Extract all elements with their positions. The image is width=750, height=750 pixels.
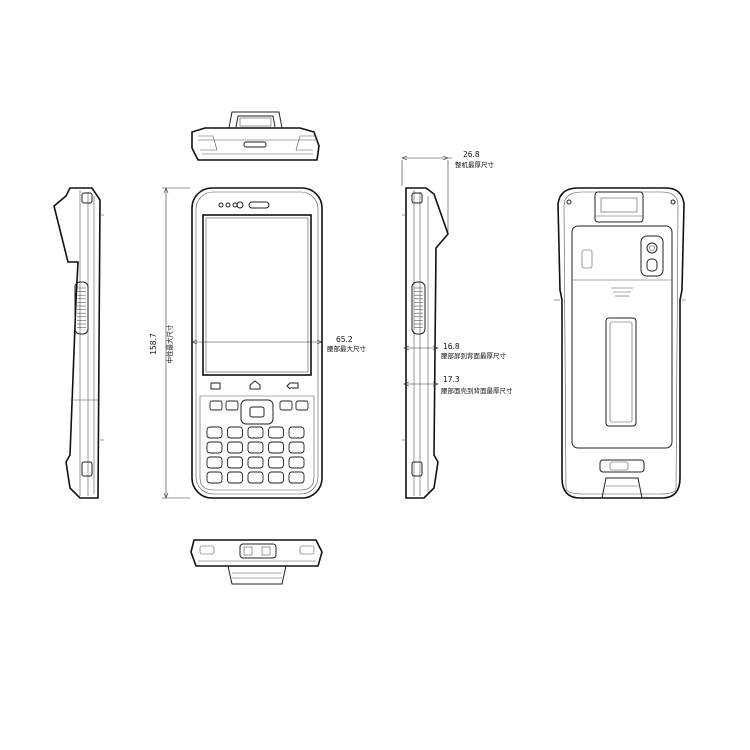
waist-width-value: 65.2 [336, 335, 353, 344]
keypad-key [206, 456, 223, 469]
width-dimension: 65.2 腰部最大尺寸 [191, 335, 367, 353]
keypad-key [268, 456, 284, 469]
keypad-key [268, 441, 284, 454]
keypad-key [227, 426, 243, 439]
screen-to-back-value: 16.8 [443, 342, 460, 351]
keypad-key [247, 471, 264, 484]
keypad-key [227, 456, 243, 469]
shell-to-back-value: 17.3 [443, 375, 460, 384]
waist-width-label: 腰部最大尺寸 [327, 344, 367, 353]
bottom-end-view [190, 539, 323, 585]
keypad-key [295, 400, 309, 411]
keypad-key [247, 441, 264, 454]
keypad-key [206, 426, 223, 439]
right-side-view [402, 187, 449, 499]
keypad-key [279, 400, 293, 411]
keypad-key [247, 426, 264, 439]
overall-length-value: 158.7 [149, 333, 158, 355]
max-thickness-value: 26.8 [463, 150, 480, 159]
keypad-key [288, 471, 305, 484]
overall-length-label: 中性最大尺寸 [165, 324, 174, 364]
keypad-key [247, 456, 264, 469]
keypad-key [268, 426, 284, 439]
keypad-key [206, 471, 223, 484]
keypad-key [227, 441, 243, 454]
keypad-key [227, 471, 243, 484]
keypad-key [209, 400, 223, 411]
front-view [191, 187, 323, 499]
keypad-key [288, 441, 305, 454]
top-end-view [191, 111, 320, 161]
keypad-key [206, 441, 223, 454]
thickness-dimensions: 26.8 整机最厚尺寸 16.8 腰部屏到背面最厚尺寸 17.3 腰部面壳到背面… [401, 150, 513, 395]
length-dimension: 158.7 中性最大尺寸 [149, 187, 190, 499]
keypad-key [268, 471, 284, 484]
max-thickness-label: 整机最厚尺寸 [455, 160, 495, 169]
keypad-key [288, 456, 305, 469]
screen-to-back-label: 腰部屏到背面最厚尺寸 [441, 351, 507, 360]
side-grip [77, 287, 86, 328]
keypad-key [225, 400, 239, 411]
left-side-view [53, 187, 104, 499]
side-grip [414, 287, 423, 328]
shell-to-back-label: 腰部面壳到背面最厚尺寸 [441, 386, 513, 395]
keypad-key [288, 426, 305, 439]
keypad [206, 400, 309, 484]
back-view [554, 187, 686, 499]
